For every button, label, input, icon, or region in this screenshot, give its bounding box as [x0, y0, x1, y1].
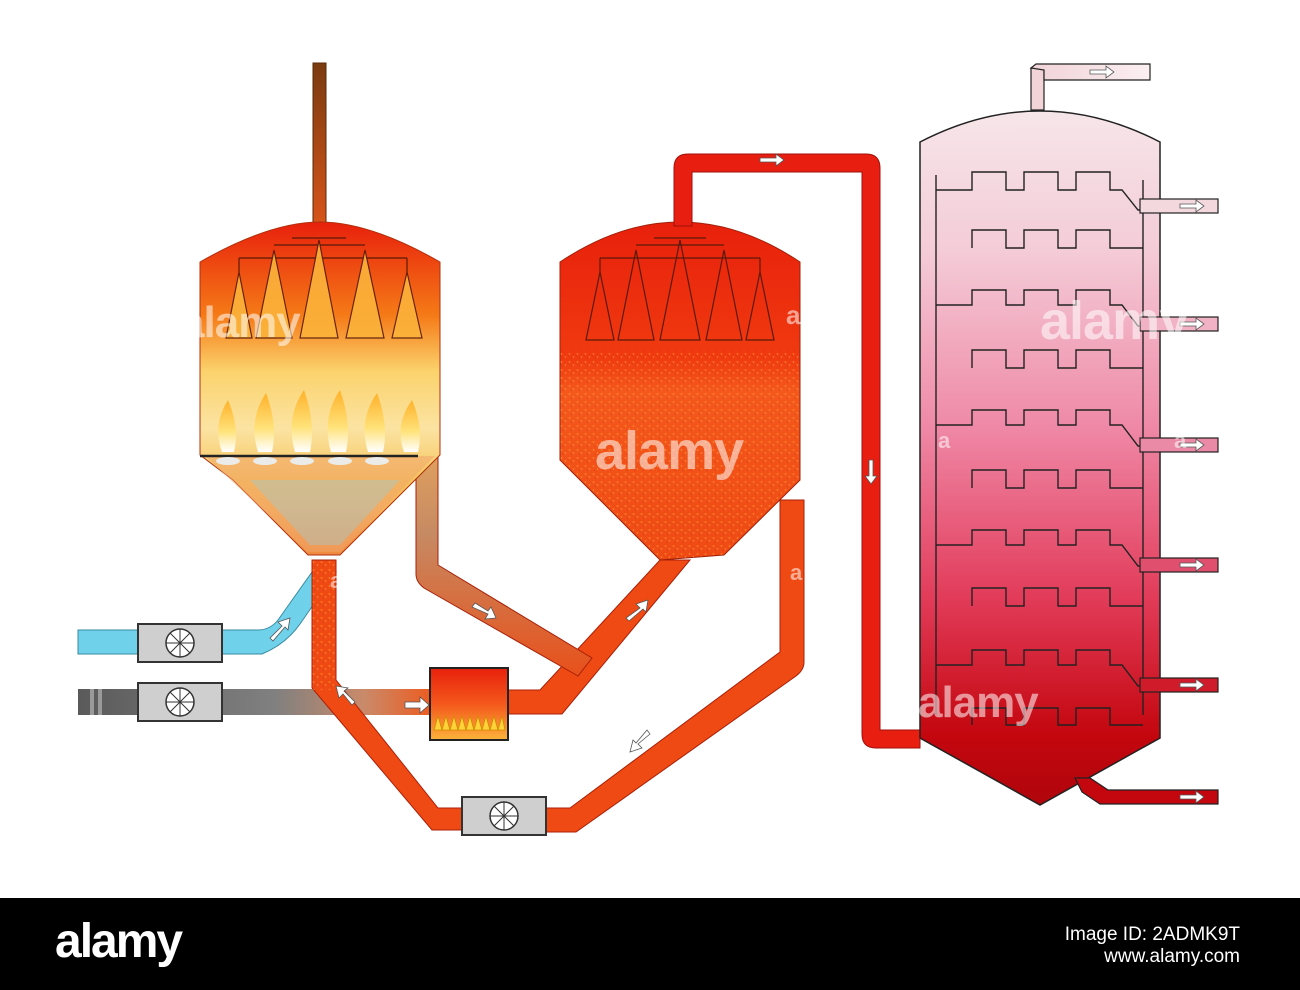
fan-icon	[165, 687, 195, 717]
recirculation-fan	[461, 796, 547, 836]
flue-chimney	[312, 62, 327, 229]
gas-inlet-pipe	[78, 689, 435, 715]
feed-fan	[137, 623, 223, 663]
fan-icon	[489, 801, 519, 831]
flow-arrow-icon	[269, 65, 1205, 804]
gas-fan	[137, 682, 223, 722]
alamy-logo: alamy	[55, 915, 183, 968]
fan-icon	[165, 628, 195, 658]
pyrolysis-reactor-2	[559, 190, 801, 561]
heater-box	[429, 667, 509, 741]
pyrolysis-process-diagram: alamy alamy alamy alamy alamy alamy a a …	[77, 62, 1219, 836]
footer-url: www.alamy.com	[1104, 946, 1240, 967]
product-outlets	[1074, 198, 1219, 805]
vapour-transfer-line	[673, 153, 921, 749]
distillation-column	[919, 63, 1219, 806]
flame-icon	[218, 390, 420, 452]
image-id: Image ID: 2ADMK9T	[1064, 924, 1240, 945]
stock-footer: alamy Image ID: 2ADMK9T www.alamy.com	[0, 898, 1300, 990]
pyrolysis-reactor-1	[199, 221, 441, 556]
